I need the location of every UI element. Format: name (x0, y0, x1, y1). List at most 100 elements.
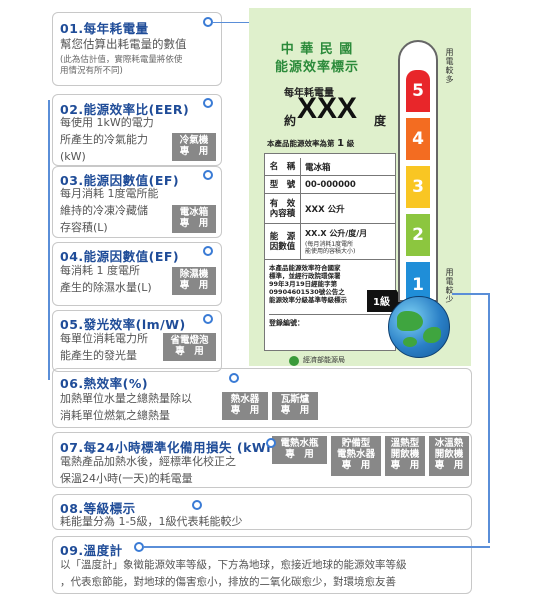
section-07-line2: 保溫24小時(一天)的耗電量 (60, 472, 193, 485)
bureau-logo (289, 356, 299, 366)
connector-left (48, 100, 50, 380)
section-02-line1: 每使用 1kW的電力 (60, 116, 154, 129)
earth-land (403, 337, 417, 347)
spec-key: 能 源 因數值 (265, 224, 301, 259)
grade-line-unit: 級 (346, 139, 355, 148)
tag-line: 專 用 (280, 405, 310, 416)
section-05-tag: 省電燈泡專 用 (163, 333, 216, 361)
spec-key: 有 效 內容積 (265, 194, 301, 223)
section-09-line2: ，代表愈節能，對地球的傷害愈小，排放的二氧化碳愈少，對環境愈友善 (60, 576, 396, 588)
usage-unit: 度 (374, 114, 387, 128)
section-03-dot (203, 170, 213, 180)
connector-09 (144, 546, 490, 548)
section-06-tag-heater: 熱水器專 用 (222, 392, 268, 420)
grade-4-segment: 4 (406, 118, 430, 160)
more-energy-label: 用電較多 (445, 48, 454, 84)
spec-key: 名 稱 (265, 158, 301, 175)
section-09-box (52, 536, 472, 594)
annual-usage-label: 每年耗電量 (284, 88, 334, 99)
section-02-dot (203, 98, 213, 108)
section-05-line2: 能產生的發光量 (60, 349, 137, 362)
section-01-box (52, 12, 222, 86)
section-09-title: 09.溫度計 (60, 543, 123, 558)
section-06-line1: 加熱單位水量之總熱量除以 (60, 392, 192, 405)
label-title-2: 能源效率標示 (274, 60, 359, 75)
spec-row-model: 型 號 00-000000 (265, 176, 395, 194)
section-04-title: 04.能源因數值(EF) (60, 249, 180, 264)
section-07-tag-ice-warm-dispenser: 冰溫熱開飲機專 用 (429, 436, 469, 476)
notice-line: 本產品能源效率符合國家 (269, 264, 341, 272)
notice-line: 能源效率分級基準等級標示 (269, 296, 347, 304)
tag-line: 冷氣機 (179, 135, 209, 146)
section-04-line1: 每消耗 1 度電所 (60, 264, 140, 277)
notice-line: 09904601530號公告之 (269, 288, 345, 296)
section-03-tag: 電冰箱專 用 (172, 205, 216, 233)
tag-line: 省電燈泡 (170, 335, 209, 346)
section-02-line2: 所產生的冷氣能力 (60, 133, 148, 146)
section-02-title: 02.能源效率比(EER) (60, 102, 190, 117)
section-07-title: 07.每24小時標準化備用損失 (kWh) (60, 440, 282, 455)
section-01-dot (203, 17, 213, 27)
grade-pointer-text: 1級 (373, 297, 390, 308)
grade-line-text: 本產品能源效率為第 (267, 139, 335, 148)
tag-line: 專 用 (179, 218, 209, 229)
section-05-dot (203, 314, 213, 324)
section-08-line1: 耗能量分為 1-5級，1級代表耗能較少 (60, 515, 243, 528)
notice-line: 標準，並經行政院環保署 (269, 272, 341, 280)
connector-01 (213, 22, 249, 23)
section-07-tag-warm-dispenser: 溫熱型開飲機專 用 (385, 436, 425, 476)
grade-3-segment: 3 (406, 166, 430, 208)
section-07-tag-kettle: 電熱水瓶專 用 (272, 436, 327, 464)
section-02-tag: 冷氣機專 用 (172, 133, 216, 161)
earth-land (397, 311, 423, 331)
tag-line: 溫熱型 (390, 438, 420, 449)
tag-line: 專 用 (390, 460, 420, 471)
section-06-title: 06.熱效率(%) (60, 376, 149, 391)
section-07-line1: 電熱產品加熱水後，經標準化校正之 (60, 455, 236, 468)
tag-line: 冰溫熱 (434, 438, 464, 449)
bureau-name: 經濟部能源局 (303, 356, 345, 364)
section-07-dot (266, 438, 276, 448)
grade-5-segment: 5 (406, 70, 430, 112)
tag-line: 專 用 (175, 346, 204, 357)
section-01-note1: (此為估計值，實際耗電量將依使 (60, 55, 183, 65)
grade-line-num: 1 (337, 138, 345, 149)
section-06-dot (229, 373, 239, 383)
spec-value: 00-000000 (305, 179, 356, 190)
section-05-title: 05.發光效率(lm/W) (60, 317, 186, 332)
approx-label: 約 (284, 114, 297, 128)
section-01-title: 01.每年耗電量 (60, 21, 149, 36)
section-06-tag-stove: 瓦斯爐專 用 (272, 392, 318, 420)
notice-line: 99年3月19日經能字第 (269, 280, 338, 288)
section-06-box (52, 368, 472, 428)
section-08-box (52, 494, 472, 530)
spec-row-ef: 能 源 因數值 XX.X 公升/度/月 (每月消耗1度電所 能使用的容積大小) (265, 224, 395, 260)
grade-2-segment: 2 (406, 214, 430, 256)
section-03-line1: 每月消耗 1度電所能 (60, 187, 159, 200)
section-06-line2: 消耗單位燃氣之總熱量 (60, 409, 170, 422)
section-03-line3: 存容積(L) (60, 221, 108, 234)
spec-key: 型 號 (265, 176, 301, 193)
tag-line: 電熱水器 (336, 449, 375, 460)
tag-line: 電熱水瓶 (280, 438, 319, 449)
tag-line: 開飲機 (390, 449, 420, 460)
tag-line: 貯備型 (341, 438, 371, 449)
section-08-dot (192, 500, 202, 510)
section-01-text: 幫您估算出耗電量的數值 (60, 37, 187, 51)
spec-row-name: 名 稱電冰箱 (265, 158, 395, 176)
section-04-tag: 除濕機專 用 (172, 267, 216, 295)
tag-line: 除濕機 (179, 269, 209, 280)
tag-line: 專 用 (179, 280, 209, 291)
tag-line: 專 用 (434, 460, 464, 471)
section-09-dot (134, 542, 144, 552)
section-04-dot (203, 246, 213, 256)
connector-right-vert (488, 293, 490, 543)
earth-land (423, 327, 441, 343)
section-05-line1: 每單位消耗電力所 (60, 332, 148, 345)
section-08-title: 08.等級標示 (60, 501, 136, 516)
usage-value: XXX (297, 92, 358, 125)
spec-sub: (每月消耗1度電所 能使用的容積大小) (305, 241, 356, 255)
tag-line: 熱水器 (230, 394, 260, 405)
spec-value: XX.X 公升/度/月 (305, 229, 368, 238)
